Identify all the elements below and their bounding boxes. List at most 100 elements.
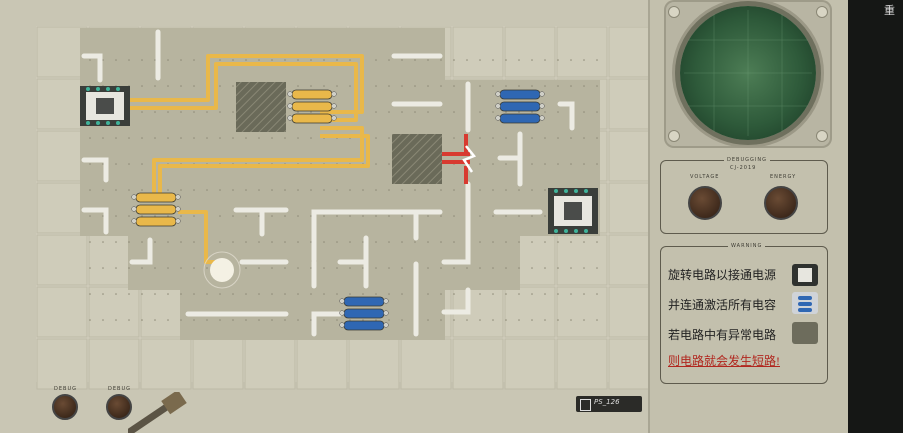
solder-dot [453, 189, 455, 191]
solder-dot [193, 293, 195, 295]
solder-dot [141, 85, 143, 87]
solder-dot [206, 293, 208, 295]
solder-dot [154, 267, 156, 269]
capacitor-lead [175, 194, 181, 200]
solder-dot [206, 189, 208, 191]
hint-anomaly: 若电路中有异常电路 [668, 328, 777, 342]
powered-wire[interactable] [158, 134, 370, 196]
solder-dot [544, 293, 546, 295]
grid-cell [608, 26, 650, 78]
capacitor-lead [287, 103, 293, 109]
powered-wire[interactable] [130, 62, 358, 122]
solder-dot [557, 267, 559, 269]
pin [86, 121, 90, 125]
wire-segment[interactable] [337, 235, 369, 289]
capacitor-body [343, 308, 385, 319]
capacitor-body [135, 192, 177, 203]
wire-segment[interactable] [311, 209, 443, 263]
capacitor-lead [339, 310, 345, 316]
solder-dot [349, 241, 351, 243]
model-plate: PS_126 [576, 396, 642, 412]
solder-dot [89, 189, 91, 191]
capacitor-lead [131, 194, 137, 200]
solder-dot [102, 241, 104, 243]
solder-dot [115, 189, 117, 191]
transformer-right[interactable] [548, 188, 598, 234]
solder-dot [492, 137, 494, 139]
wire-segment[interactable] [441, 181, 471, 265]
solder-dot [284, 293, 286, 295]
capacitor-unpowered[interactable] [339, 296, 389, 331]
wire-segment[interactable] [497, 131, 523, 187]
solder-dot [141, 241, 143, 243]
solder-dot [544, 241, 546, 243]
pin [564, 189, 568, 193]
solder-dot [414, 59, 416, 61]
solder-dot [362, 267, 364, 269]
grid-cell [608, 338, 650, 390]
solder-dot [518, 59, 520, 61]
knob-label-2: DEBUG [108, 386, 131, 392]
solder-dot [505, 163, 507, 165]
wire-segment[interactable] [81, 157, 109, 183]
debug-knob-2[interactable] [106, 394, 132, 420]
wire-segment[interactable] [557, 101, 575, 131]
debug-knob-1[interactable] [52, 394, 78, 420]
grid-cell [36, 78, 88, 130]
solder-dot [492, 189, 494, 191]
solder-dot [388, 215, 390, 217]
solder-dot [219, 137, 221, 139]
pin [86, 87, 90, 91]
capacitor-lead [495, 103, 501, 109]
wire-segment[interactable] [129, 237, 153, 265]
solder-dot [271, 189, 273, 191]
screw [816, 6, 828, 18]
capacitor-lead [175, 218, 181, 224]
capacitor-lead [131, 206, 137, 212]
solder-dot [583, 111, 585, 113]
powered-wire[interactable] [152, 126, 364, 196]
screw [668, 6, 680, 18]
wire-segment[interactable] [81, 207, 109, 235]
energy-knob[interactable] [764, 186, 798, 220]
solder-dot [427, 189, 429, 191]
capacitor-unpowered[interactable] [495, 89, 545, 124]
solder-dot [180, 215, 182, 217]
solder-dot [219, 215, 221, 217]
anomaly-tile-hatch [236, 82, 286, 132]
solder-dot [193, 241, 195, 243]
solder-dot [401, 319, 403, 321]
pin [554, 229, 558, 233]
wire-segment[interactable] [81, 53, 103, 83]
debugging-box [660, 160, 828, 234]
transformer-left[interactable] [80, 86, 130, 126]
solder-dot [323, 85, 325, 87]
wire-segment[interactable] [441, 287, 471, 315]
solder-dot [271, 241, 273, 243]
solder-dot [479, 163, 481, 165]
solder-dot [193, 215, 195, 217]
pin [116, 121, 120, 125]
solder-dot [336, 293, 338, 295]
wire-segment[interactable] [233, 207, 289, 237]
solder-dot [271, 137, 273, 139]
solder-dot [349, 215, 351, 217]
capacitor-powered[interactable] [287, 89, 337, 124]
solder-dot [297, 137, 299, 139]
solder-dot [479, 293, 481, 295]
solder-dot [245, 267, 247, 269]
wire-segment[interactable] [311, 311, 343, 337]
solder-dot [518, 85, 520, 87]
solder-dot [492, 319, 494, 321]
solder-dot [414, 241, 416, 243]
solder-dot [167, 189, 169, 191]
solder-dot [505, 215, 507, 217]
solder-dot [102, 189, 104, 191]
pin [116, 87, 120, 91]
voltage-knob[interactable] [688, 186, 722, 220]
capacitor-powered[interactable] [131, 192, 181, 227]
solder-dot [193, 59, 195, 61]
solder-dot [531, 59, 533, 61]
pin [106, 121, 110, 125]
solder-dot [115, 215, 117, 217]
